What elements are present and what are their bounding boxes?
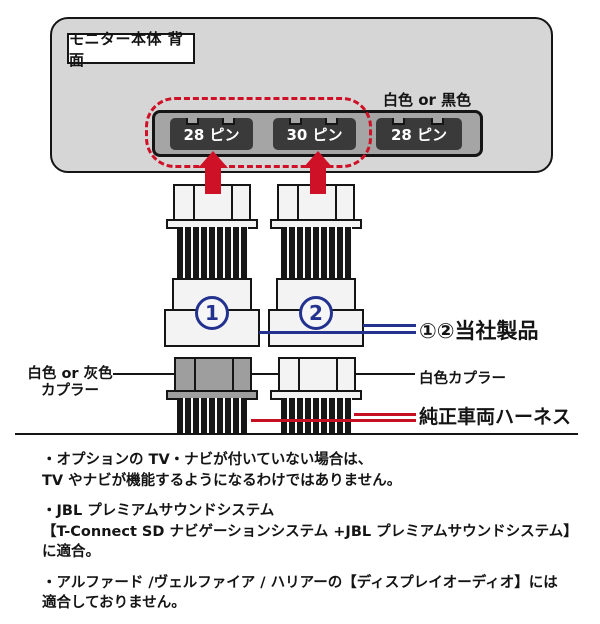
connector-28pin-right-label: 28 ピン bbox=[390, 125, 448, 144]
arrow-up-icon bbox=[198, 151, 228, 168]
products-callout-line-upper bbox=[363, 324, 416, 327]
coupler-white-ribbon bbox=[281, 398, 352, 433]
harness-callout-line-lower bbox=[251, 419, 416, 422]
cable2-housing-upper bbox=[276, 278, 356, 311]
callout-white-or-gray-coupler: 白色 or 灰色 カプラー bbox=[20, 366, 120, 400]
monitor-panel-title-box: モニター本体 背面 bbox=[67, 30, 195, 69]
plug-divider bbox=[232, 359, 234, 390]
callout-left-line2: カプラー bbox=[41, 383, 99, 399]
note-paragraph-tv-nav: ・オプションの TV・ナビが付いていない場合は、 TV やナビが機能するようにな… bbox=[42, 450, 587, 491]
callout-left-line1: 白色 or 灰色 bbox=[27, 366, 113, 382]
connector-notch bbox=[186, 118, 199, 125]
cable2-ribbon-cable bbox=[281, 227, 352, 280]
callout-white-coupler: 白色カプラー bbox=[419, 371, 506, 387]
arrow-up-shaft bbox=[205, 167, 221, 194]
note-paragraph-display-audio: ・アルファード /ヴェルファイア / ハリアーの【ディスプレイオーディオ】には … bbox=[42, 573, 587, 614]
arrow-up-icon bbox=[303, 151, 333, 168]
separator-line bbox=[15, 433, 578, 435]
connector-30pin-label: 30 ピン bbox=[286, 125, 343, 144]
connector-notch bbox=[431, 118, 444, 125]
coupler-gray-ribbon bbox=[177, 398, 247, 433]
callout-vehicle-harness: 純正車両ハーネス bbox=[419, 406, 572, 428]
plug-divider bbox=[336, 359, 338, 390]
note-paragraph-jbl: ・JBL プレミアムサウンドシステム 【T-Connect SD ナビゲーション… bbox=[42, 501, 587, 563]
arrow-up-shaft bbox=[310, 167, 326, 194]
harness-callout-line-upper bbox=[354, 413, 416, 416]
note-line: ・JBL プレミアムサウンドシステム bbox=[42, 503, 275, 519]
note-line: ・アルファード /ヴェルファイア / ハリアーの【ディスプレイオーディオ】には bbox=[42, 574, 558, 591]
connector-28pin-left-label: 28 ピン bbox=[183, 125, 240, 144]
connector-notch bbox=[325, 118, 338, 125]
note-line: ・オプションの TV・ナビが付いていない場合は、 bbox=[42, 452, 373, 468]
connector-28pin-right: 28 ピン bbox=[376, 118, 462, 150]
plug-divider bbox=[335, 186, 337, 219]
plug-divider bbox=[193, 186, 195, 219]
connector-color-note: 白色 or 黒色 bbox=[383, 91, 472, 109]
connector-notch bbox=[289, 118, 302, 125]
note-line: 適合しておりません。 bbox=[42, 595, 186, 611]
products-callout-line-lower bbox=[259, 331, 416, 334]
cable1-housing-upper bbox=[172, 278, 252, 311]
cable1-ribbon-cable bbox=[177, 227, 248, 280]
connector-notch bbox=[392, 118, 405, 125]
notes-section: ・オプションの TV・ナビが付いていない場合は、 TV やナビが機能するようにな… bbox=[42, 450, 587, 624]
note-line: TV やナビが機能するようになるわけではありません。 bbox=[42, 472, 402, 489]
connector-28pin-left: 28 ピン bbox=[170, 118, 253, 150]
plug-divider bbox=[298, 359, 300, 390]
coupler-callout-line bbox=[113, 373, 415, 375]
plug-divider bbox=[297, 186, 299, 219]
plug-divider bbox=[231, 186, 233, 219]
dashed-highlight-outline bbox=[145, 97, 372, 168]
monitor-panel-title: モニター本体 背面 bbox=[69, 29, 184, 69]
circle-number-2: 2 bbox=[299, 296, 333, 330]
circle-number-1: 1 bbox=[195, 296, 229, 330]
coupler-white-top bbox=[278, 357, 356, 392]
coupler-gray-top bbox=[174, 357, 252, 392]
plug-divider bbox=[194, 359, 196, 390]
note-line: 【T-Connect SD ナビゲーションシステム +JBL プレミアムサウンド… bbox=[42, 523, 578, 561]
callout-our-products: ①②当社製品 bbox=[419, 319, 539, 343]
connector-notch bbox=[222, 118, 235, 125]
